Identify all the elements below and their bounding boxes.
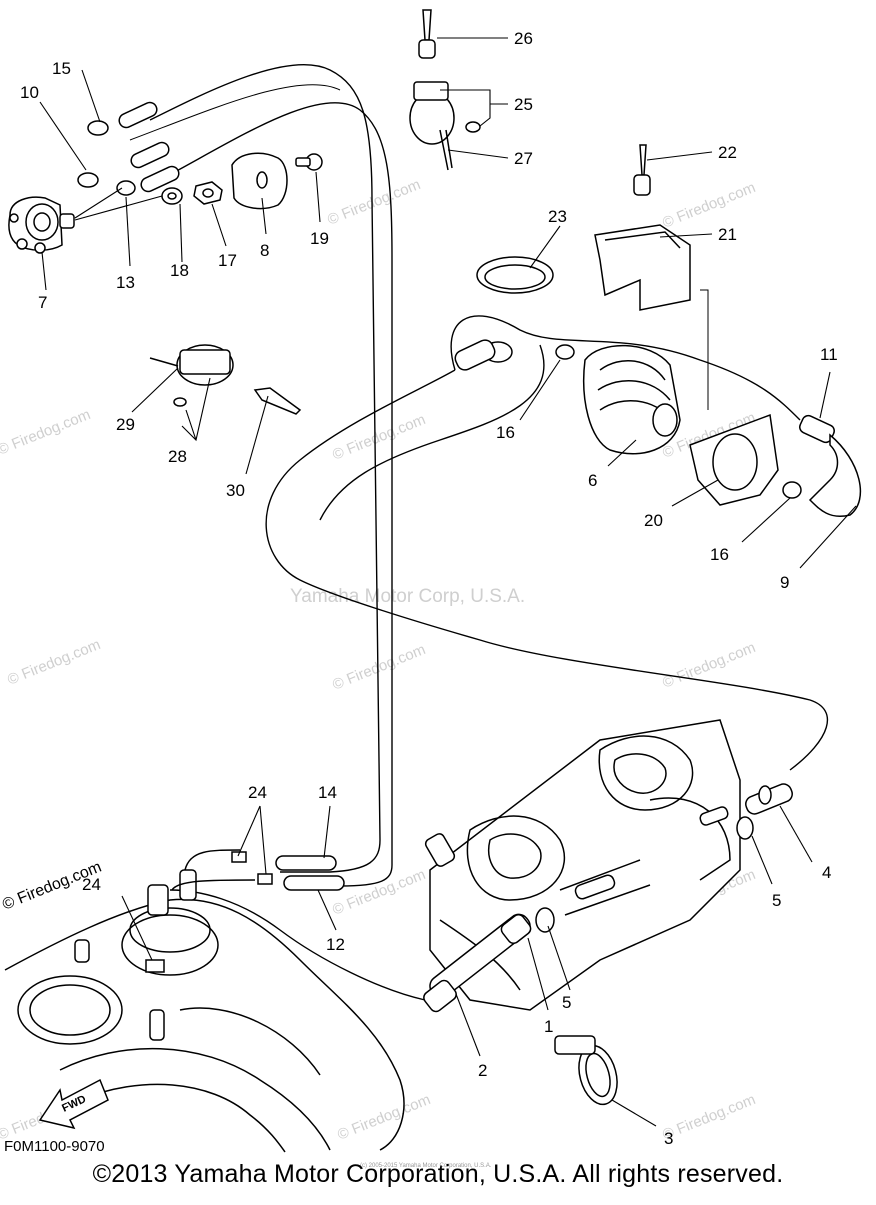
- watermark-site: © Firedog.com: [325, 176, 423, 229]
- callout-30: 30: [226, 481, 245, 500]
- hose-12: [283, 875, 345, 891]
- callout-25: 25: [514, 95, 533, 114]
- clamp-16: [555, 344, 575, 360]
- callout-1: 1: [544, 1017, 553, 1036]
- callout-9: 9: [780, 573, 789, 592]
- hose-14: [275, 855, 337, 871]
- callout-13: 13: [116, 273, 135, 292]
- callout-17: 17: [218, 251, 237, 270]
- drawing-code: F0M1100-9070: [4, 1138, 105, 1155]
- fwd-arrow: FWD: [38, 1078, 109, 1130]
- callout-27: 27: [514, 149, 533, 168]
- callout-24-upper: 24: [248, 783, 267, 802]
- callout-19: 19: [310, 229, 329, 248]
- clip-24: [231, 851, 247, 863]
- part-7-pump: [8, 196, 75, 254]
- callout-14: 14: [318, 783, 337, 802]
- callout-12: 12: [326, 935, 345, 954]
- callout-4: 4: [822, 863, 831, 882]
- nut-17: [193, 181, 223, 205]
- callout-15: 15: [52, 59, 71, 78]
- callout-22: 22: [718, 143, 737, 162]
- callout-18: 18: [170, 261, 189, 280]
- clamp-15: [87, 120, 109, 136]
- fuel-filter: [121, 914, 219, 976]
- callout-6: 6: [588, 471, 597, 490]
- hose-ends: [118, 101, 345, 891]
- callout-16-upper: 16: [496, 423, 515, 442]
- callout-24-lower: 24: [82, 875, 101, 894]
- watermark-site: © Firedog.com: [335, 1091, 433, 1144]
- rivet-26: [422, 9, 432, 41]
- leader-lines: [39, 37, 857, 1127]
- hose-9: [782, 414, 862, 517]
- watermark-site: © Firedog.com: [660, 1091, 758, 1144]
- hose-end: [130, 141, 170, 169]
- hose-14-line: [149, 63, 381, 873]
- callout-26: 26: [514, 29, 533, 48]
- clip-24: [257, 873, 273, 885]
- hose-line: [129, 84, 341, 141]
- hose-routing: [129, 63, 829, 1001]
- clamp-5: [736, 816, 754, 840]
- fuel-tank: [4, 849, 405, 1153]
- watermark-site: © Firedog.com: [330, 641, 428, 694]
- watermark-site: © Firedog.com: [5, 636, 103, 689]
- clamp-13: [116, 180, 136, 196]
- clamp-23: [476, 256, 554, 294]
- callouts: 26 25 27 22 21 23 15 10 13 18 17 8 19 7 …: [20, 29, 838, 1148]
- hose-4-loop: [265, 369, 829, 771]
- rivet-22: [639, 144, 647, 176]
- callout-29: 29: [116, 415, 135, 434]
- grommet-8: [231, 152, 288, 210]
- bracket-21: [594, 144, 691, 311]
- callout-20: 20: [644, 511, 663, 530]
- copyright-notice: ©2013 Yamaha Motor Corporation, U.S.A. A…: [92, 1160, 784, 1188]
- hose-12-line: [149, 102, 393, 887]
- hose-2-line: [169, 889, 426, 1001]
- hose-4-end: [736, 783, 793, 840]
- hose-9-loop: [450, 315, 801, 421]
- callout-2: 2: [478, 1061, 487, 1080]
- watermark-site: © Firedog.com: [0, 406, 93, 459]
- callout-16-lower: 16: [710, 545, 729, 564]
- watermark-center: Yamaha Motor Corp, U.S.A.: [290, 586, 525, 607]
- rivet-30: [253, 387, 302, 415]
- washer-18: [161, 187, 183, 205]
- clamp-5: [535, 907, 555, 933]
- callout-8: 8: [260, 241, 269, 260]
- callout-28: 28: [168, 447, 187, 466]
- tiny-notice: (c) 2005-2015 Yamaha Motor Corporation, …: [360, 1163, 492, 1169]
- callout-10: 10: [20, 83, 39, 102]
- hose-2-assembly: [423, 907, 555, 1013]
- hose-line: [319, 344, 545, 521]
- watermark-site: © Firedog.com: [330, 411, 428, 464]
- filter-6: [454, 339, 681, 455]
- clamps-upper-left: [77, 120, 323, 210]
- clamp-3: [554, 1035, 618, 1106]
- callout-21: 21: [718, 225, 737, 244]
- clip-24: [145, 959, 165, 973]
- clip-group-top: [409, 9, 481, 171]
- watermark-site: © Firedog.com: [330, 866, 428, 919]
- bracket-20: [689, 289, 779, 506]
- hose-end: [140, 165, 180, 193]
- hose-end: [118, 101, 158, 129]
- clamp-16: [782, 481, 802, 499]
- callout-5-right: 5: [772, 891, 781, 910]
- callout-7: 7: [38, 293, 47, 312]
- callout-11: 11: [820, 345, 838, 364]
- callout-5-lower: 5: [562, 993, 571, 1012]
- watermark-site: © Firedog.com: [660, 179, 758, 232]
- callout-3: 3: [664, 1129, 673, 1148]
- clamp-10: [77, 172, 99, 188]
- watermark-site: © Firedog.com: [660, 639, 758, 692]
- clip-29: [149, 344, 302, 415]
- callout-23: 23: [548, 207, 567, 226]
- tank-cap: [17, 975, 123, 1045]
